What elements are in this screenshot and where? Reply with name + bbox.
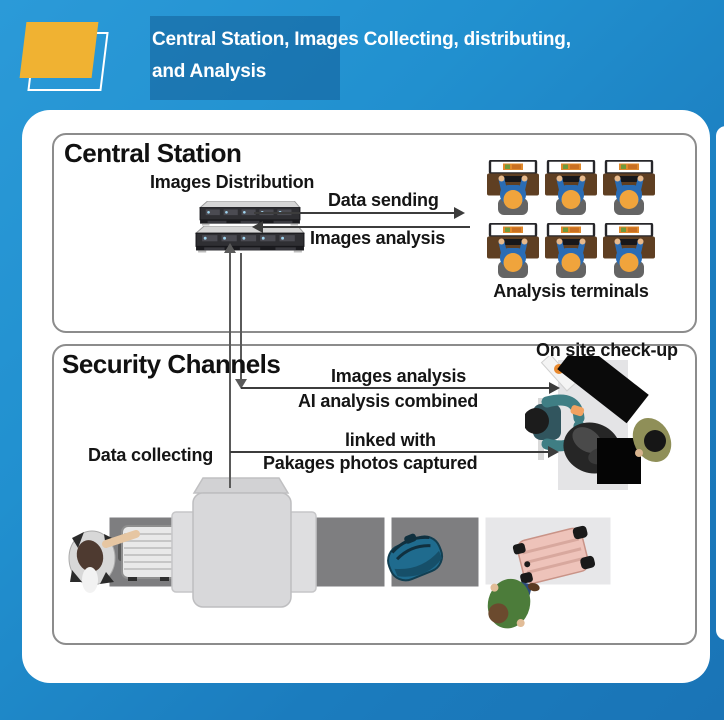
security-officer-icon	[525, 408, 549, 434]
page-title-line-1: Central Station, Images Collecting, dist…	[152, 29, 571, 50]
arrow-right-icon	[549, 382, 560, 394]
content-panel-edge	[716, 126, 724, 640]
backpack-icon	[387, 533, 444, 582]
on-site-check-up-label: On site check-up	[536, 340, 678, 360]
arrow-right-icon	[454, 207, 465, 219]
server-to-security-line	[240, 253, 242, 380]
images-analysis-label: Images analysis	[310, 228, 446, 248]
security-channels-title: Security Channels	[62, 349, 281, 379]
checkup-desk	[557, 356, 649, 424]
linked-with-arrow-line	[230, 451, 550, 453]
analysis-terminals-grid	[487, 160, 655, 279]
operator-terminal-icon	[603, 160, 655, 216]
server-to-scanner-line	[229, 251, 231, 488]
walking-person-icon	[487, 578, 540, 629]
images-analysis-label-2: Images analysis	[331, 366, 467, 386]
operator-terminal-icon	[487, 160, 539, 216]
pink-suitcase-icon	[512, 525, 596, 584]
decorative-parallelogram-icon	[19, 22, 99, 78]
server-rack-icon	[195, 201, 305, 253]
arrow-up-icon	[224, 243, 236, 253]
data-sending-arrow-line	[254, 212, 456, 214]
xray-machine-icon	[171, 477, 317, 608]
header-title-band	[150, 16, 340, 100]
images-analysis-arrow-line	[263, 226, 470, 228]
ai-analysis-combined-label: AI analysis combined	[298, 391, 479, 411]
xray-conveyor-illustration	[68, 477, 614, 629]
operator-terminal-icon	[487, 223, 539, 279]
silver-suitcase-icon	[118, 525, 181, 581]
arrow-left-icon	[252, 221, 263, 233]
arrow-right-icon	[548, 446, 559, 458]
images-distribution-label: Images Distribution	[150, 172, 315, 192]
data-collecting-label: Data collecting	[88, 445, 214, 465]
analysis-terminals-label: Analysis terminals	[493, 281, 649, 301]
operator-terminal-icon	[603, 223, 655, 279]
operator-terminal-icon	[545, 160, 597, 216]
page-title-line-2: and Analysis	[152, 61, 267, 82]
central-station-title: Central Station	[64, 138, 242, 168]
linked-with-label: linked with	[345, 430, 436, 450]
data-sending-label: Data sending	[328, 190, 439, 210]
conveyor-belt-segment	[310, 514, 388, 590]
on-site-checkup-illustration	[525, 356, 672, 490]
arrow-down-icon	[235, 379, 247, 389]
passenger-loading-icon	[68, 530, 140, 593]
pakages-photos-captured-label: Pakages photos captured	[263, 453, 478, 473]
images-analysis-arrow-line-2	[241, 387, 551, 389]
operator-terminal-icon	[545, 223, 597, 279]
checkup-desk-2	[597, 438, 641, 484]
